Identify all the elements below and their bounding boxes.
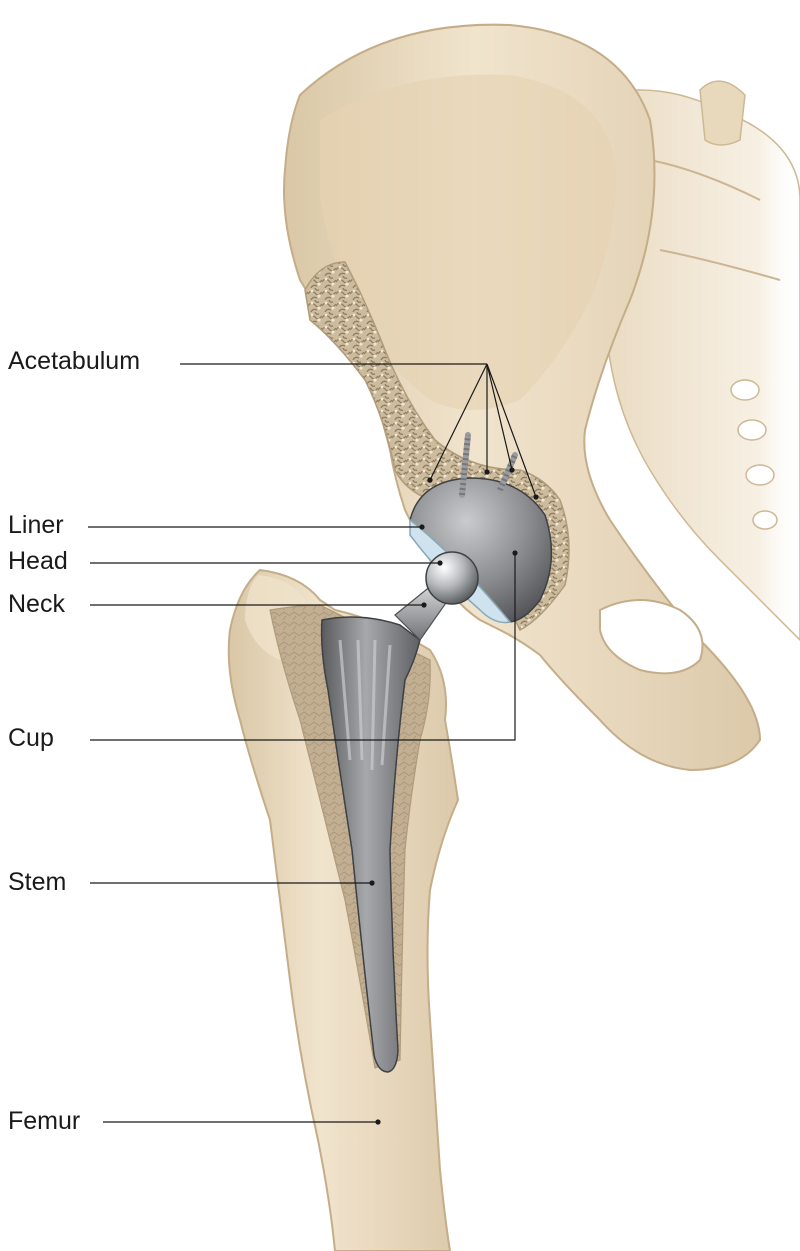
neck-label: Neck	[8, 592, 65, 617]
stem-label: Stem	[8, 870, 66, 895]
cup-label: Cup	[8, 726, 54, 751]
head-implant	[426, 552, 478, 604]
liner-label: Liner	[8, 513, 64, 538]
acetabulum-label: Acetabulum	[8, 349, 140, 374]
head-label: Head	[8, 549, 68, 574]
femur-label: Femur	[8, 1109, 80, 1134]
